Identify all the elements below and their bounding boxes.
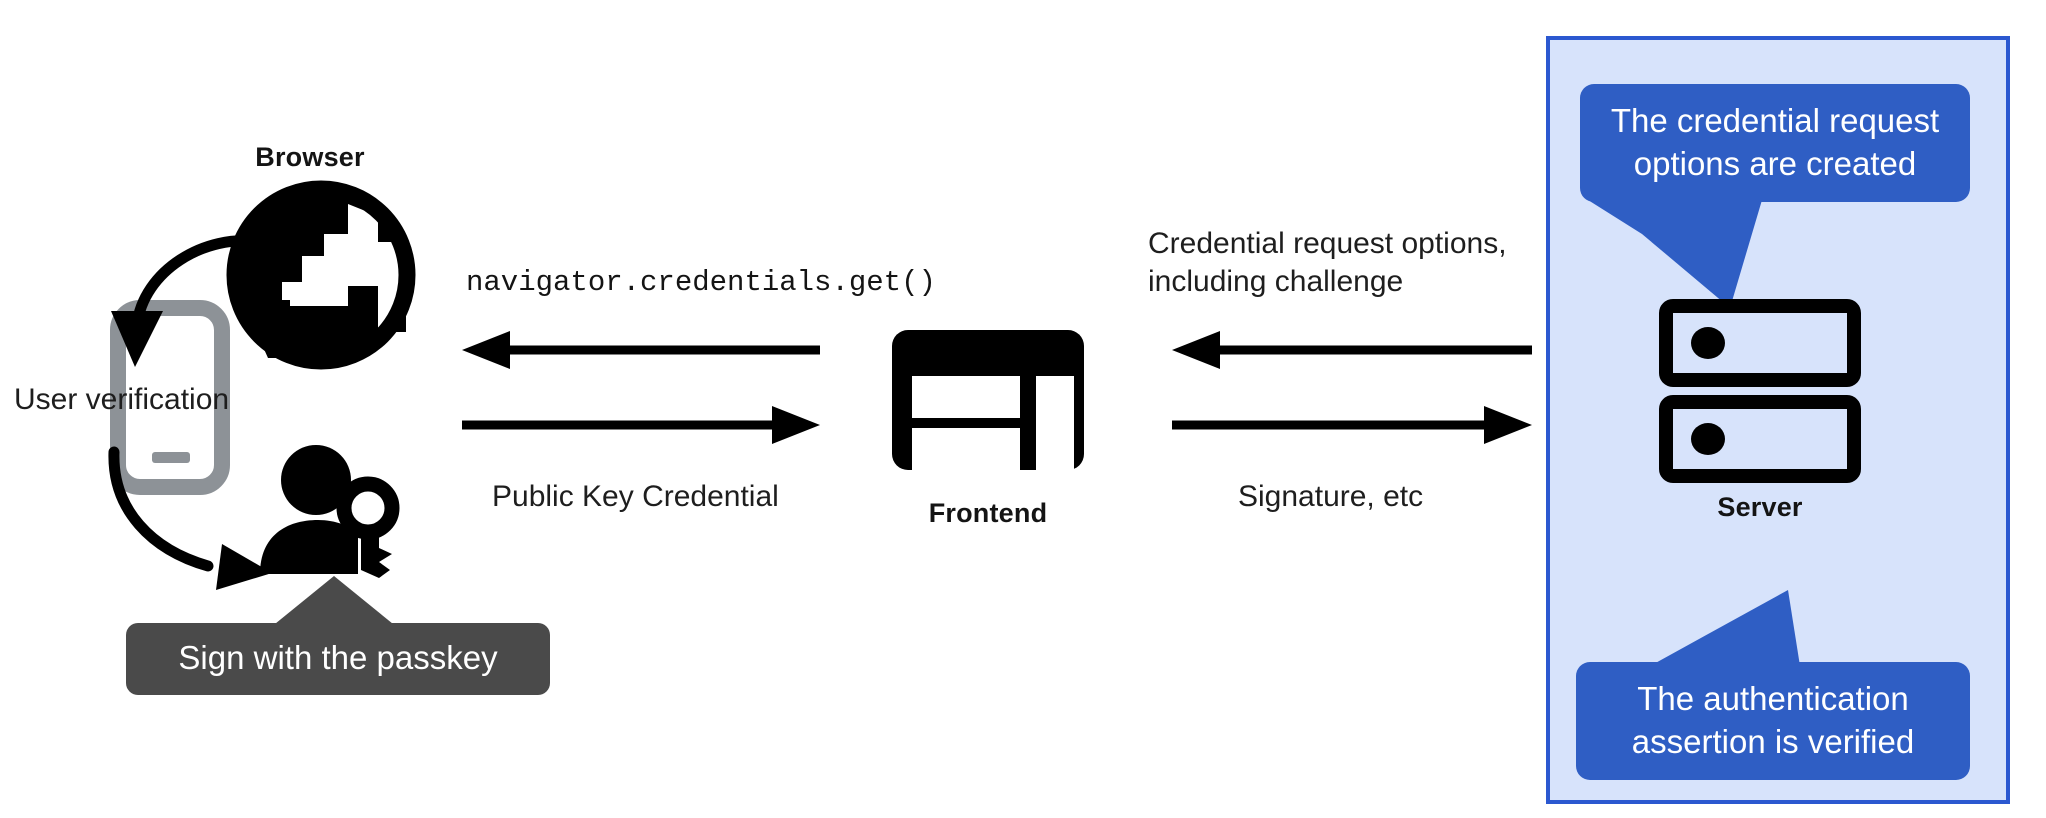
- assertion-verified-callout-tail: [1650, 590, 1800, 666]
- server-to-frontend-arrow: [1172, 331, 1532, 369]
- credential-request-callout: The credential request options are creat…: [1580, 84, 1970, 202]
- frontend-label: Frontend: [928, 498, 1048, 528]
- browser-label: Browser: [255, 142, 365, 172]
- globe-icon: [226, 180, 416, 370]
- navigator-credentials-get-label: navigator.credentials.get(): [466, 266, 936, 299]
- credential-request-options-label: Credential request options, including ch…: [1148, 227, 1507, 299]
- sign-with-passkey-tooltip-tail: [270, 576, 398, 628]
- mobile-phone-icon: [110, 300, 230, 495]
- assertion-verified-callout: The authentication assertion is verified: [1576, 662, 1970, 780]
- public-key-credential-label: Public Key Credential: [492, 480, 779, 513]
- server-racks-icon: [1659, 299, 1861, 483]
- browser-to-phone-arrow: [111, 235, 266, 367]
- user-verification-label: User verification: [14, 383, 230, 416]
- frontend-to-server-arrow: [1172, 406, 1532, 444]
- sign-with-passkey-tooltip: Sign with the passkey: [126, 623, 550, 695]
- frontend-to-browser-arrow: [462, 331, 820, 369]
- credential-request-callout-tail: [1588, 200, 1762, 308]
- web-layout-icon: [892, 330, 1084, 470]
- browser-to-frontend-arrow: [462, 406, 820, 444]
- signature-etc-label: Signature, etc: [1238, 480, 1424, 513]
- person-with-key-icon: [260, 445, 400, 578]
- server-label: Server: [1717, 492, 1803, 522]
- phone-to-user-arrow: [108, 446, 272, 590]
